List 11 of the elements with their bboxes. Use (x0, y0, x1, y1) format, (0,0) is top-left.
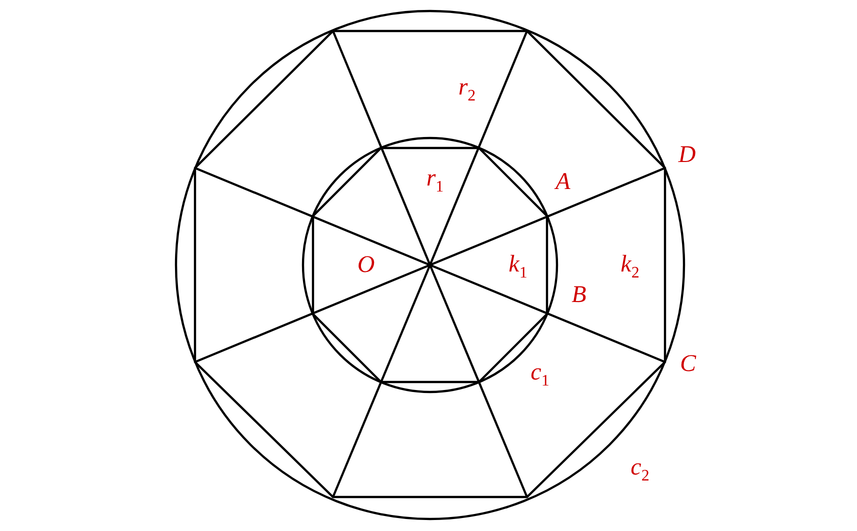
point-label: k$_{1}$ (508, 252, 528, 282)
point-label: c$_{2}$ (630, 456, 650, 484)
point-label: O (357, 253, 375, 277)
point-label: r$_{2}$ (458, 76, 476, 104)
point-label: C (680, 352, 696, 376)
point-label: D (678, 143, 696, 167)
point-label: r$_{1}$ (426, 166, 444, 196)
point-label: B (572, 283, 586, 307)
point-label: k$_{2}$ (620, 252, 640, 282)
point-label: A (556, 170, 570, 194)
point-label: c$_{1}$ (530, 360, 550, 390)
